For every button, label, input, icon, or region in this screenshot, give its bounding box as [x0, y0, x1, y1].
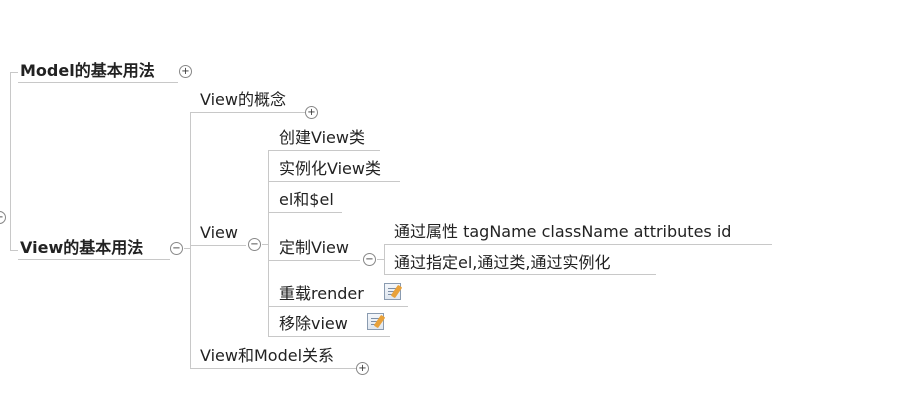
view-and-model-expand-toggle[interactable]: +	[356, 362, 369, 375]
view-children-vertical	[268, 150, 269, 336]
note-icon[interactable]	[367, 313, 384, 330]
view-usage-node[interactable]: View的基本用法	[20, 238, 144, 257]
note-icon[interactable]	[384, 283, 401, 300]
customize-view-children-vertical	[384, 244, 385, 274]
view-and-model-underline	[190, 368, 356, 369]
instantiate-view-class-node[interactable]: 实例化View类	[279, 159, 381, 178]
view-usage-collapse-toggle[interactable]: −	[170, 242, 183, 255]
root-collapse-toggle[interactable]: −	[0, 211, 6, 224]
via-specified-underline	[384, 274, 656, 275]
via-specified-node[interactable]: 通过指定el,通过类,通过实例化	[394, 253, 611, 272]
el-and-dollar-el-node[interactable]: el和$el	[279, 190, 334, 209]
view-usage-connector-out	[184, 248, 190, 249]
root-connector-model	[10, 72, 18, 73]
model-usage-expand-toggle[interactable]: +	[179, 65, 192, 78]
el-and-dollar-el-underline	[268, 212, 342, 213]
customize-view-underline	[268, 260, 360, 261]
view-usage-children-vertical	[190, 112, 191, 368]
view-connector-out	[262, 244, 268, 245]
view-node[interactable]: View	[200, 223, 238, 242]
customize-view-collapse-toggle[interactable]: −	[363, 253, 376, 266]
view-concept-node[interactable]: View的概念	[200, 90, 286, 109]
customize-view-node[interactable]: 定制View	[279, 238, 349, 257]
model-usage-node[interactable]: Model的基本用法	[20, 61, 155, 80]
remove-view-node[interactable]: 移除view	[279, 314, 348, 333]
create-view-class-underline	[268, 150, 380, 151]
view-concept-expand-toggle[interactable]: +	[305, 106, 318, 119]
view-concept-underline	[190, 112, 306, 113]
model-usage-underline	[18, 82, 178, 83]
instantiate-view-class-underline	[268, 181, 400, 182]
view-usage-underline	[18, 259, 170, 260]
override-render-node[interactable]: 重载render	[279, 284, 364, 303]
via-properties-underline	[384, 244, 772, 245]
view-underline	[190, 245, 246, 246]
override-render-underline	[268, 306, 408, 307]
view-collapse-toggle[interactable]: −	[248, 238, 261, 251]
via-properties-node[interactable]: 通过属性 tagName className attributes id	[394, 222, 732, 241]
view-and-model-node[interactable]: View和Model关系	[200, 346, 335, 365]
customize-view-connector-out	[377, 259, 384, 260]
root-connector-vertical	[10, 72, 11, 250]
root-connector-view	[10, 250, 18, 251]
create-view-class-node[interactable]: 创建View类	[279, 128, 365, 147]
remove-view-underline	[268, 336, 390, 337]
